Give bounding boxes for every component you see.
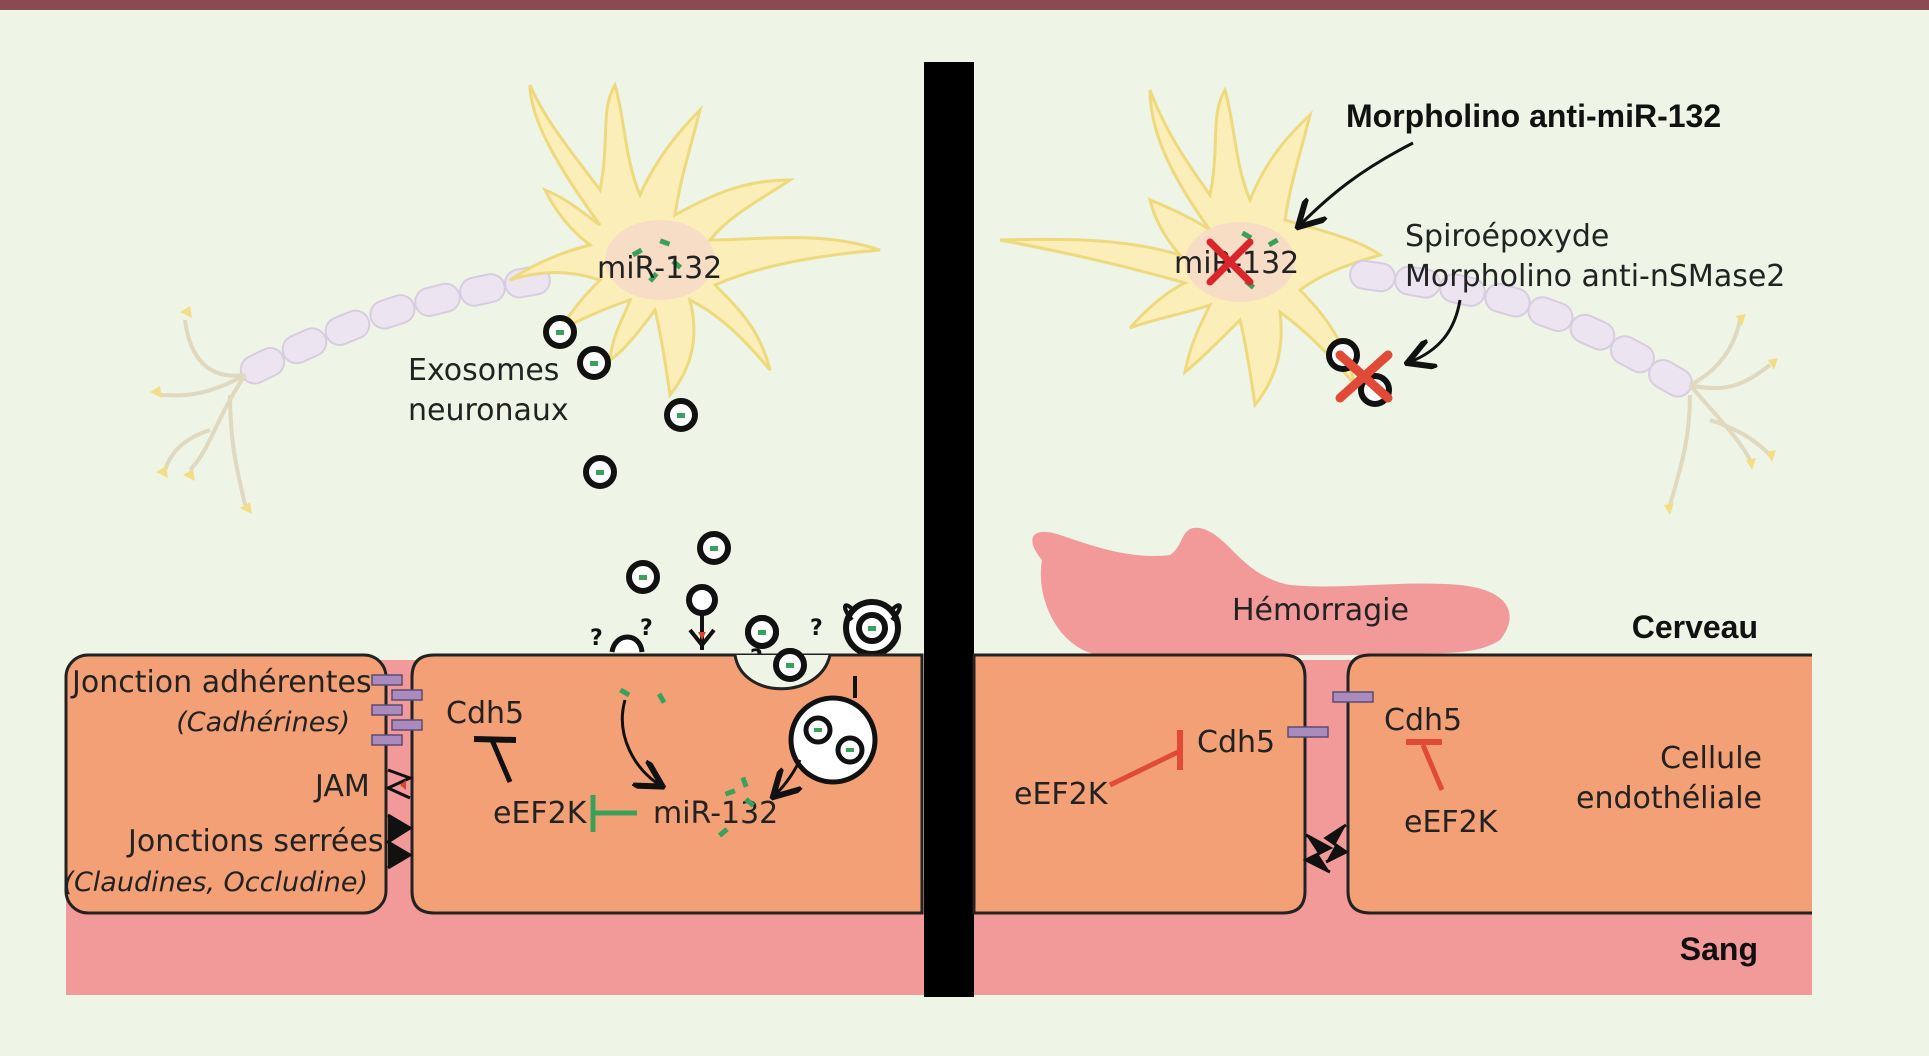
exosome-blocked xyxy=(1326,338,1393,407)
adherens-label: Jonction adhérentes xyxy=(70,665,372,700)
exosomes-label-line2: neuronaux xyxy=(408,393,569,428)
neuron-left-mirna-label: miR-132 xyxy=(597,251,722,286)
svg-text:?: ? xyxy=(590,626,603,651)
svg-text:?: ? xyxy=(810,616,823,641)
arrow-vesicle-to-mirna xyxy=(620,699,660,785)
tight-junction-sub-label: (Claudines, Occludine) xyxy=(63,867,368,898)
top-frame-bar xyxy=(0,0,1929,10)
eef2k-left: eEF2K xyxy=(493,796,588,831)
endothelial-cells-right xyxy=(972,653,1812,915)
mirna-fragments-left xyxy=(619,687,756,838)
inhibition-right-right-cell xyxy=(1406,739,1445,791)
mirna-left: miR-132 xyxy=(653,796,778,831)
brain-label: Cerveau xyxy=(1632,609,1758,645)
neuron-left xyxy=(150,81,881,514)
morpholino-mir-label: Morpholino anti-miR-132 xyxy=(1346,98,1721,134)
inhibition-mirna-eef2k xyxy=(590,795,637,832)
hemorrhage-blob xyxy=(1032,527,1510,655)
adherens-sub-label: (Cadhérines) xyxy=(176,707,350,738)
tight-junction-label: Jonctions serrées xyxy=(126,824,383,859)
inhibition-right-left-cell xyxy=(1108,730,1183,788)
cdh5-right-right-cell: Cdh5 xyxy=(1384,703,1462,738)
hemorrhage-label: Hémorragie xyxy=(1232,593,1409,628)
cell-label-line2: endothéliale xyxy=(1576,781,1762,816)
eef2k-right-right-cell: eEF2K xyxy=(1404,805,1499,840)
spiro-label-line2: Morpholino anti-nSMase2 xyxy=(1405,259,1785,294)
inhibition-eef2k-cdh5 xyxy=(473,736,517,783)
spiro-label-line1: Spiroépoxyde xyxy=(1405,219,1609,254)
arrow-endosome-to-mirna xyxy=(775,759,800,795)
cdh5-left: Cdh5 xyxy=(446,696,524,731)
jam-label: JAM xyxy=(313,769,370,804)
cdh5-right-left-cell: Cdh5 xyxy=(1197,725,1275,760)
blood-label: Sang xyxy=(1680,931,1758,967)
panel-divider xyxy=(924,62,974,997)
exosomes-left xyxy=(543,315,902,682)
cell-label-line1: Cellule xyxy=(1660,741,1762,776)
arrow-morpholino-to-soma xyxy=(1300,141,1414,225)
mirna-blocked-cross xyxy=(1206,238,1254,286)
neuron-right xyxy=(999,86,1778,515)
exosomes-label-line1: Exosomes xyxy=(408,353,559,388)
svg-text:?: ? xyxy=(640,616,653,641)
arrow-spiro-to-exosomes xyxy=(1410,299,1462,362)
eef2k-right-left-cell: eEF2K xyxy=(1014,777,1109,812)
